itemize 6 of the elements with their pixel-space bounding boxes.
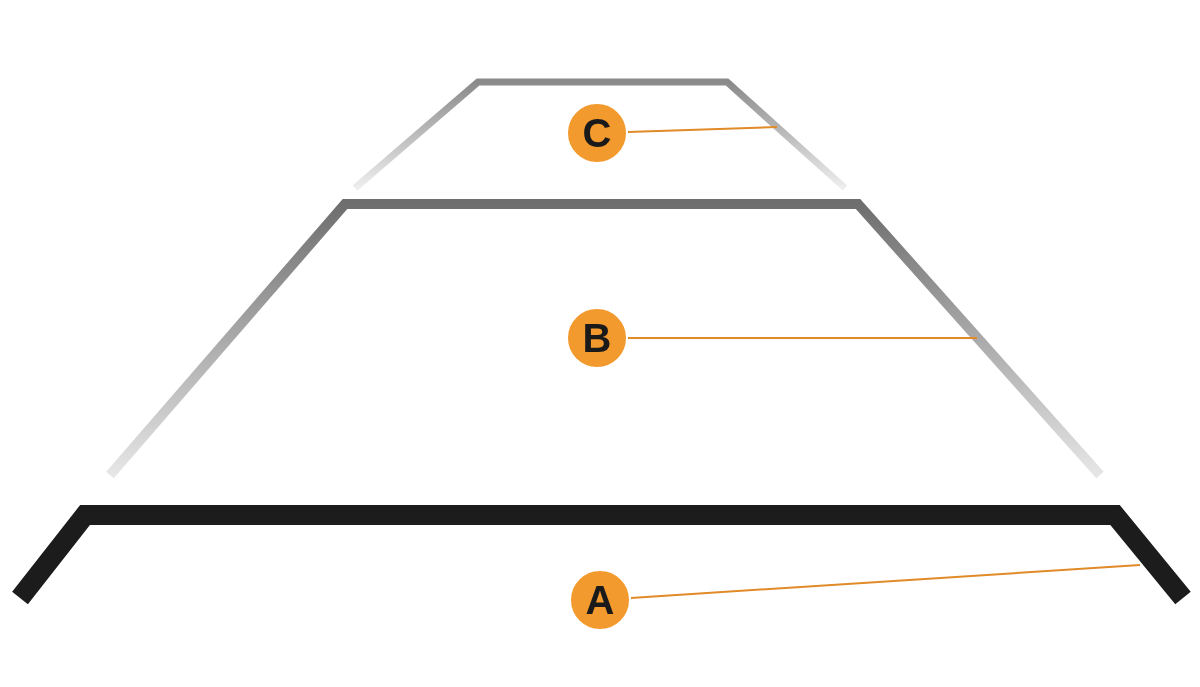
callout-letter: A: [569, 569, 631, 631]
leader-line: [627, 126, 778, 133]
leader-line: [627, 337, 978, 339]
leader-line: [629, 564, 1141, 599]
guide-line: [106, 199, 1104, 479]
guide-line: [352, 78, 848, 191]
